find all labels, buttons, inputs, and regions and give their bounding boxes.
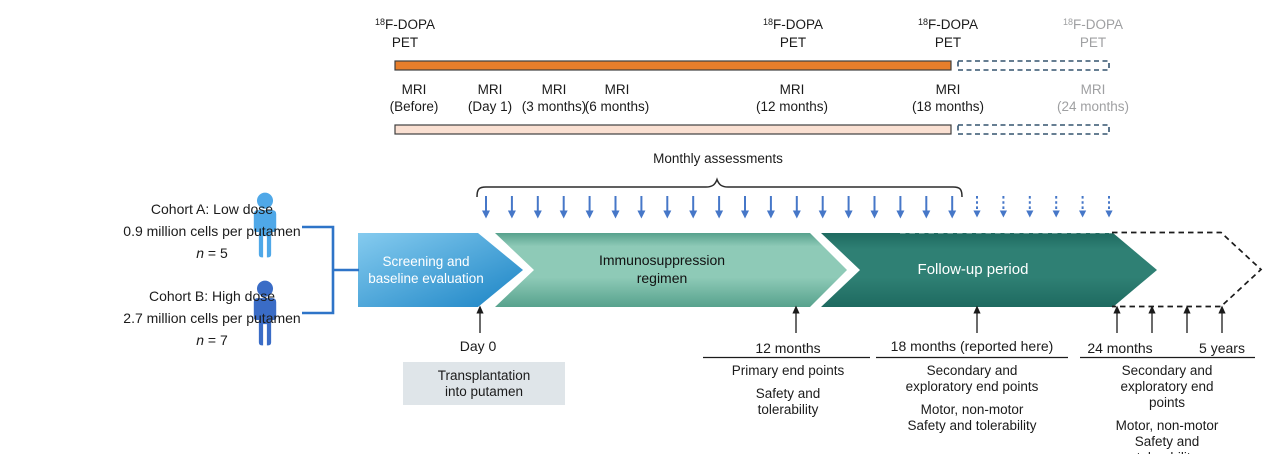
phase-label-screening: Screening and baseline evaluation [368, 254, 484, 286]
monthly-arrow-dashed [1105, 196, 1113, 218]
monthly-arrow [611, 196, 620, 219]
phase-chevron-followup [821, 233, 1157, 307]
monthly-arrow-dashed [973, 196, 981, 218]
monthly-arrow [766, 196, 775, 219]
monthly-arrow [663, 196, 672, 219]
pet-label-line1: 18F-DOPA [1062, 17, 1124, 32]
mri-label-18-months: MRI(18 months) [911, 82, 985, 114]
motor-nonmotor-text: Motor, non-motor [920, 402, 1024, 417]
pet-timeline-bar [394, 60, 952, 71]
followup-dashed-outline [1112, 231, 1263, 308]
monthly-arrow [792, 196, 801, 219]
monthly-arrow-dashed [1079, 196, 1087, 218]
milestone-arrow [476, 305, 484, 333]
mri-label-before: MRI(Before) [389, 82, 439, 114]
cohort-b-block: Cohort B: High dose 2.7 million cells pe… [123, 285, 300, 351]
mri-label-day1: MRI(Day 1) [467, 82, 513, 114]
monthly-arrow [896, 196, 905, 219]
mri-label-6-months: MRI(6 months) [584, 82, 650, 114]
milestone-12m-body: Primary end points Safety and tolerabili… [732, 363, 845, 418]
mri-label-24-months: MRI(24 months) [1056, 82, 1130, 114]
monthly-arrow [559, 196, 568, 219]
monthly-assessments-brace [476, 177, 963, 198]
monthly-arrow [507, 196, 516, 219]
cohort-a-n: n = 5 [196, 245, 228, 261]
monthly-arrow-dashed [1026, 196, 1034, 218]
safety-tolerability-text: Safety and tolerability [755, 386, 821, 417]
monthly-arrow [533, 196, 542, 219]
monthly-arrow [689, 196, 698, 219]
milestone-24m-body: Secondary and exploratory end points Mot… [1113, 363, 1221, 454]
monthly-arrow [741, 196, 749, 219]
pet-label-line1: 18F-DOPA [917, 17, 979, 32]
pet-label-18-months: 18F-DOPA PET [918, 13, 978, 52]
cohort-a-title: Cohort A: Low dose [150, 201, 274, 217]
phase-chevron-immunosuppression [495, 233, 847, 307]
monthly-arrows [482, 196, 1113, 219]
pet-label-line1: 18F-DOPA [374, 17, 436, 32]
milestone-24m-label: 24 months [1087, 340, 1153, 356]
monthly-arrow [637, 196, 646, 219]
pet-timeline-bar-dashed-extension [957, 60, 1110, 71]
motor-nonmotor-text: Motor, non-motor [1115, 418, 1219, 433]
milestone-arrow [1113, 305, 1121, 333]
milestone-arrows [476, 305, 1226, 333]
safety-tolerability-text: Safety and tolerability [907, 418, 1037, 433]
secondary-endpoints-text: Secondary and exploratory end points [905, 363, 1039, 394]
phase-label-followup: Follow-up period [917, 261, 1029, 278]
cohort-b-n: n = 7 [196, 332, 228, 348]
milestone-18m-label: 18 months (reported here) [890, 338, 1054, 354]
cohort-a-dose: 0.9 million cells per putamen [123, 223, 301, 239]
milestone-arrow [1148, 305, 1156, 333]
milestone-5y-label: 5 years [1199, 340, 1245, 356]
primary-endpoints-text: Primary end points [731, 363, 845, 378]
monthly-arrow [818, 196, 827, 219]
cohort-b-dose: 2.7 million cells per putamen [123, 310, 301, 326]
milestone-12m-label: 12 months [755, 340, 821, 356]
milestone-arrow [1218, 305, 1226, 333]
monthly-arrow [844, 196, 853, 219]
mri-timeline-bar [394, 124, 952, 135]
pet-label-12-months: 18F-DOPA PET [763, 13, 823, 52]
milestone-arrow [973, 305, 981, 333]
transplantation-box: Transplantation into putamen [403, 362, 565, 405]
phase-label-immunosuppression: Immunosuppression regimen [598, 252, 726, 286]
monthly-assessments-label: Monthly assessments [653, 151, 783, 166]
monthly-arrow [922, 196, 931, 219]
pet-label-24-months: 18F-DOPA PET [1063, 13, 1123, 52]
monthly-arrow [715, 196, 724, 219]
pet-label-line1: 18F-DOPA [762, 17, 824, 32]
cohort-bracket [302, 225, 359, 315]
mri-label-12-months: MRI(12 months) [755, 82, 829, 114]
secondary-endpoints-text: Secondary and exploratory end points [1120, 363, 1214, 410]
milestone-arrow [1183, 305, 1191, 333]
monthly-arrow [585, 196, 594, 219]
cohort-b-title: Cohort B: High dose [148, 288, 276, 304]
cohort-a-block: Cohort A: Low dose 0.9 million cells per… [123, 198, 300, 264]
milestone-day0-label: Day 0 [459, 338, 497, 354]
monthly-arrow [948, 196, 957, 219]
mri-timeline-bar-dashed-extension [957, 124, 1110, 135]
mri-label-3-months: MRI(3 months) [521, 82, 587, 114]
pet-label-before: 18F-DOPA PET [375, 13, 435, 52]
safety-tolerability-text: Safety and tolerability [1134, 434, 1200, 454]
phase-chevron-screening [358, 233, 523, 307]
monthly-arrow-dashed [999, 196, 1007, 218]
monthly-arrow [482, 196, 490, 219]
monthly-arrow-dashed [1052, 196, 1060, 218]
milestone-18m-body: Secondary and exploratory end points Mot… [892, 363, 1052, 434]
milestone-arrow [792, 305, 800, 333]
monthly-arrow [870, 196, 879, 219]
